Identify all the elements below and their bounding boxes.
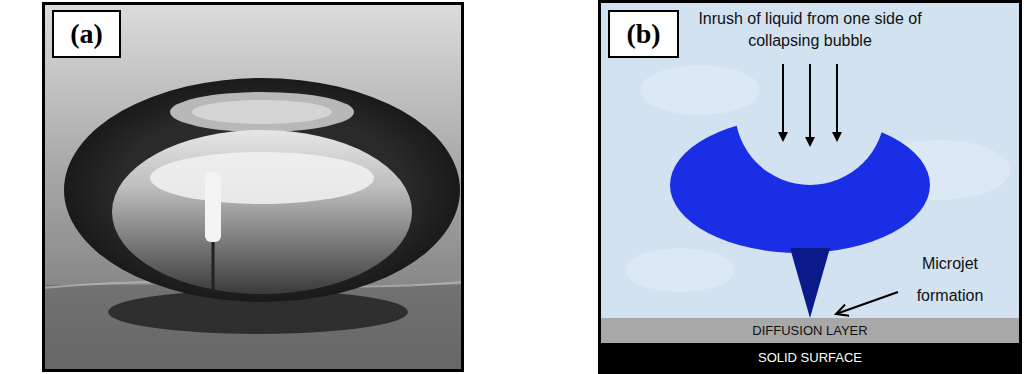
surface-band: SOLID SURFACE: [601, 343, 1019, 371]
liquid-background: [599, 1, 1022, 373]
layer-label: SOLID SURFACE: [758, 351, 862, 364]
bubble-top-dimple: [170, 92, 354, 132]
microjet-photo: [205, 172, 221, 242]
inrush-arrow: [782, 64, 784, 140]
panel-tag: (b): [608, 10, 679, 58]
liquid-texture: [640, 65, 760, 115]
dimple-highlight: [192, 100, 332, 124]
collapsing-bubble: [670, 117, 930, 253]
photo-background: [42, 2, 464, 372]
bubble-inner: [112, 130, 412, 294]
inrush-arrow: [809, 64, 811, 145]
bubble-ring: [64, 78, 460, 302]
annotation-text: Inrush of liquid from one side of collap…: [695, 8, 925, 52]
panel-label: (a): [70, 20, 103, 48]
panel-frame: [44, 4, 463, 371]
panel-frame: [600, 2, 1021, 373]
panel-label: (b): [626, 20, 660, 48]
layer-label: DIFFUSION LAYER: [752, 324, 867, 337]
annotation-text: Microjet formation: [895, 248, 1005, 312]
panel-tag: (a): [52, 10, 121, 58]
leader-arrow: [836, 292, 898, 314]
jet-trace: [212, 242, 215, 292]
schematic: [599, 1, 1022, 373]
liquid-texture: [625, 248, 735, 292]
microjet: [790, 248, 830, 318]
layer-band: DIFFUSION LAYER: [601, 318, 1019, 343]
bubble-photo: [42, 2, 464, 372]
inner-highlight: [150, 152, 374, 204]
inrush-arrow: [836, 64, 838, 140]
